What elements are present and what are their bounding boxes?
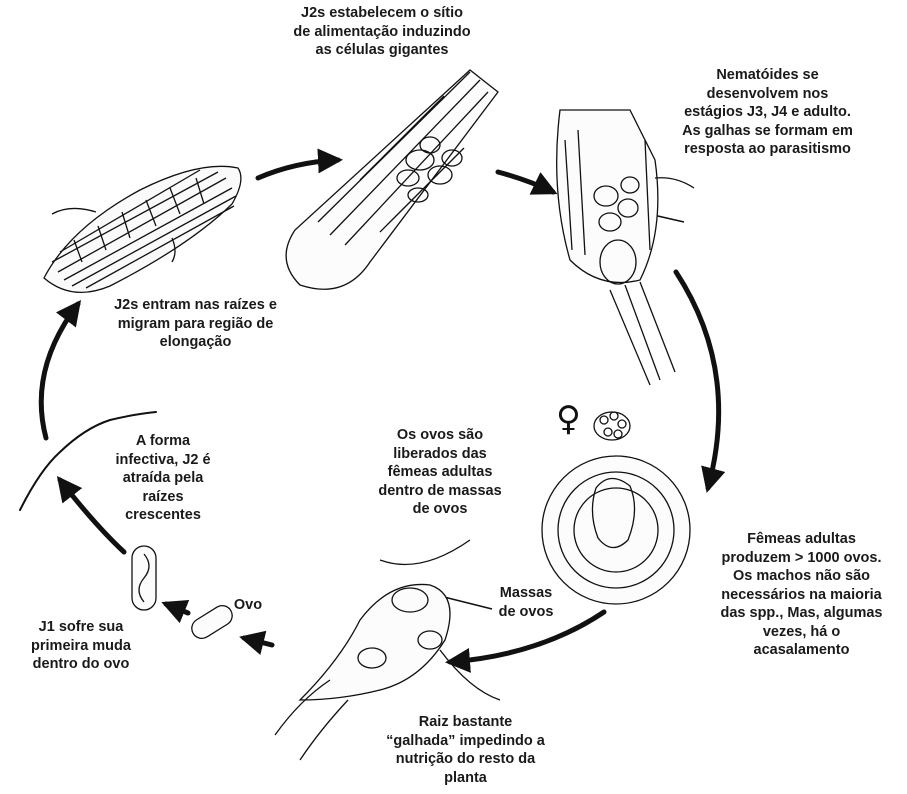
label-eggs-released: Os ovos são liberados das fêmeas adultas… (366, 426, 514, 519)
label-feeding-site: J2s estabelecem o sítio de alimentação i… (272, 4, 492, 60)
label-adult-females: Fêmeas adultas produzem > 1000 ovos. Os … (698, 530, 905, 660)
arrow-development-to-adult-female (676, 272, 719, 488)
female-symbol-icon: ♀ (556, 402, 581, 436)
label-first-molt: J1 sofre sua primeira muda dentro do ovo (18, 618, 144, 674)
label-egg-masses: Massas de ovos (484, 584, 568, 621)
label-infective-form: A forma infectiva, J2 é atraída pela raí… (94, 432, 232, 525)
label-root-entry: J2s entram nas raízes e migram para regi… (88, 296, 303, 352)
feeding-site-illustration (286, 70, 498, 289)
arrow-root-entry-to-feeding-site (258, 160, 338, 178)
root-entry-illustration (44, 166, 241, 292)
j1-egg-illustration (132, 546, 156, 610)
label-development: Nematóides se desenvolvem nos estágios J… (650, 66, 885, 159)
arrow-root-to-egg (244, 638, 272, 645)
adult-female-illustration (542, 412, 690, 604)
arrow-infective-to-root-entry (41, 304, 78, 438)
label-egg: Ovo (228, 596, 268, 615)
arrow-feeding-site-to-development (498, 172, 553, 192)
label-galled-root: Raiz bastante “galhada” impedindo a nutr… (368, 713, 563, 787)
arrow-egg-to-j1 (166, 604, 188, 613)
